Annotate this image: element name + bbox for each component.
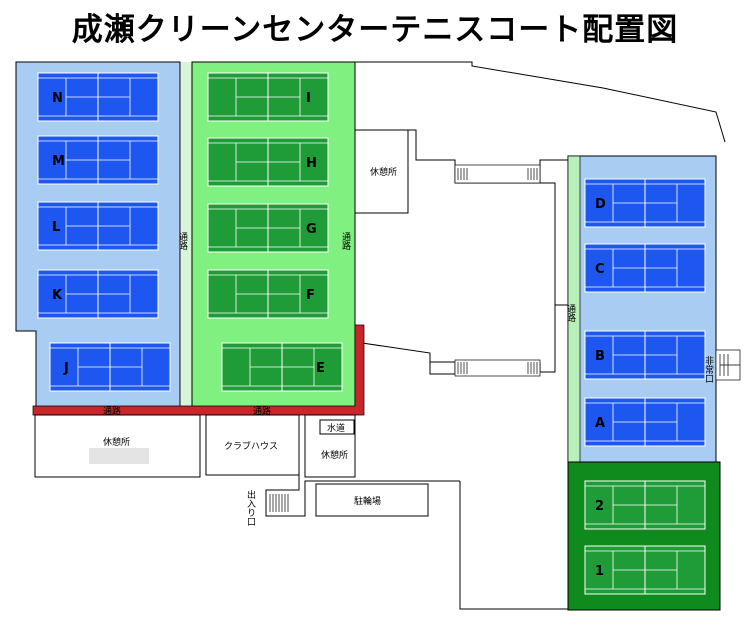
- court-a[interactable]: A: [584, 397, 706, 447]
- emergency-exit-stair: [715, 349, 741, 381]
- court-label-f: F: [306, 288, 315, 303]
- court-i[interactable]: I: [207, 72, 329, 122]
- court-label-m: M: [52, 154, 65, 169]
- court-label-h: H: [306, 156, 317, 171]
- parking-label: 駐輪場: [354, 495, 381, 507]
- clubhouse-label: クラブハウス: [224, 440, 278, 452]
- court-h[interactable]: H: [207, 137, 329, 187]
- water-label: 水道: [327, 422, 345, 434]
- court-label-d: D: [595, 197, 606, 212]
- court-label-1: 1: [595, 564, 604, 579]
- court-label-b: B: [595, 349, 605, 364]
- court-label-j: J: [63, 361, 69, 376]
- passage-label-red-left: 通路: [103, 405, 121, 417]
- buildings: [34, 414, 429, 517]
- entrance-stair: [269, 494, 289, 512]
- court-2[interactable]: 2: [584, 480, 706, 530]
- rest-area-label-top: 休憩所: [370, 166, 397, 178]
- passage-label-left: 通路: [177, 232, 188, 251]
- red-passage: [32, 324, 365, 416]
- court-b[interactable]: B: [584, 330, 706, 380]
- court-1[interactable]: 1: [584, 545, 706, 595]
- court-label-k: K: [52, 288, 63, 303]
- entrance-label[interactable]: 出入り口: [245, 489, 256, 526]
- court-c[interactable]: C: [584, 243, 706, 293]
- walkway-outline: [265, 475, 460, 517]
- court-k[interactable]: K: [37, 269, 159, 319]
- rest-area-label-bottom-right: 休憩所: [321, 449, 348, 461]
- passage-label-red-right: 通路: [253, 405, 271, 417]
- court-m[interactable]: M: [37, 135, 159, 185]
- rest-area-label-bottom-left: 休憩所: [103, 436, 130, 448]
- court-label-c: C: [595, 262, 605, 277]
- passage-label-middle: 通路: [340, 232, 351, 251]
- court-f[interactable]: F: [207, 269, 329, 319]
- court-label-a: A: [595, 416, 605, 431]
- stair-connector-lower: [454, 359, 541, 377]
- court-label-i: I: [306, 91, 311, 106]
- court-label-g: G: [306, 222, 317, 237]
- court-label-l: L: [52, 220, 60, 235]
- court-label-n: N: [52, 91, 63, 106]
- rest-area-shade: [89, 448, 149, 464]
- court-label-e: E: [316, 361, 325, 376]
- emergency-exit-label: 非常口: [703, 355, 714, 383]
- court-label-2: 2: [595, 499, 604, 514]
- court-d[interactable]: D: [584, 178, 706, 228]
- stair-connector-upper: [454, 164, 541, 184]
- court-j[interactable]: J: [49, 342, 171, 392]
- passage-label-right: 通路: [565, 304, 576, 323]
- court-n[interactable]: N: [37, 72, 159, 122]
- page-title: 成瀬クリーンセンターテニスコート配置図: [71, 12, 679, 48]
- court-l[interactable]: L: [37, 201, 159, 251]
- passage-left: [181, 62, 192, 408]
- court-e[interactable]: E: [221, 342, 343, 392]
- court-g[interactable]: G: [207, 203, 329, 253]
